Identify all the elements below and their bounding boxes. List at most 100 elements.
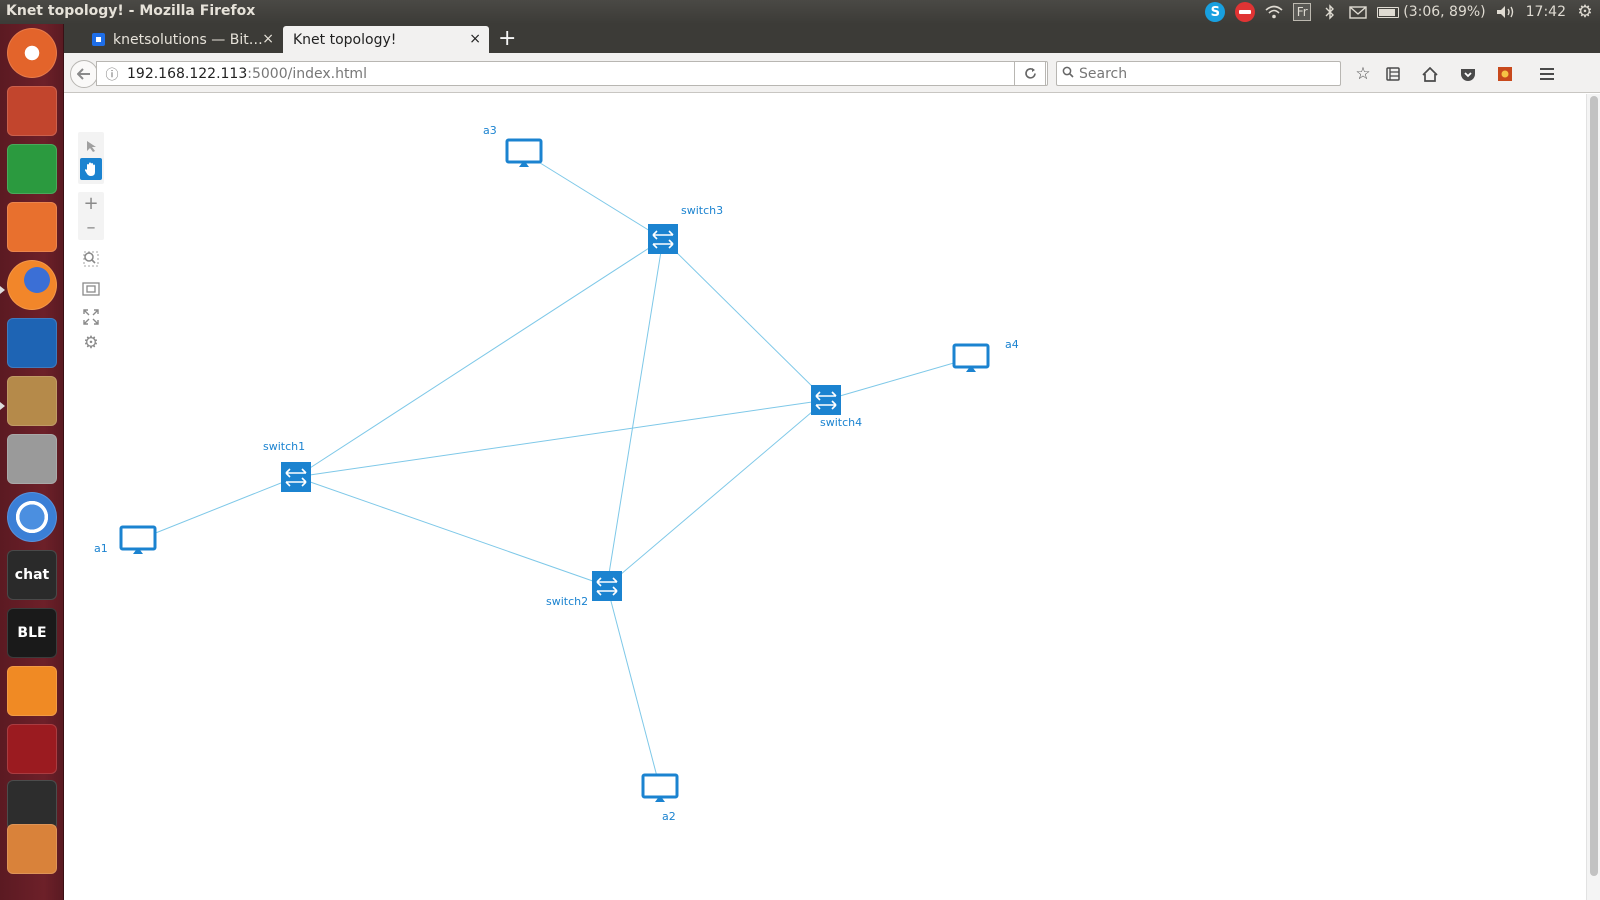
link-switch2-a2[interactable]	[606, 585, 661, 789]
node-label-a3: a3	[483, 124, 497, 137]
no-entry-icon[interactable]	[1235, 2, 1256, 22]
battery-indicator[interactable]: (3:06, 89%)	[1377, 3, 1486, 21]
monitor-icon	[952, 343, 990, 369]
link-a3-switch3[interactable]	[523, 152, 664, 240]
fit-view-icon[interactable]	[80, 278, 102, 300]
clock[interactable]: 17:42	[1525, 4, 1566, 20]
switch-node-switch1[interactable]	[281, 462, 311, 492]
node-label-a4: a4	[1005, 338, 1019, 351]
node-label-switch1: switch1	[263, 440, 305, 453]
tab-knetsolutions[interactable]: knetsolutions — Bit… ×	[82, 26, 282, 53]
menu-icon[interactable]	[1536, 63, 1558, 85]
url-host: 192.168.122.113	[127, 65, 248, 82]
switch-node-switch3[interactable]	[648, 224, 678, 254]
launcher-spiral-app-icon[interactable]	[7, 666, 57, 716]
host-node-a4[interactable]	[952, 343, 990, 372]
tab-knet-topology[interactable]: Knet topology! ×	[283, 26, 489, 53]
url-path: :5000/index.html	[247, 65, 367, 82]
select-tool-icon[interactable]	[80, 135, 102, 157]
monitor-icon	[505, 138, 543, 164]
volume-icon[interactable]	[1496, 3, 1516, 21]
link-switch1-a1[interactable]	[137, 476, 297, 541]
launcher-uble-icon[interactable]: BLE	[7, 608, 57, 658]
zoom-selection-icon[interactable]	[80, 248, 102, 270]
topology-graph[interactable]: a3 switch3 a4 switch4 switch1 a1 switch2 a2	[64, 94, 1584, 900]
node-label-switch2: switch2	[546, 595, 588, 608]
launcher-libreoffice-calc-icon[interactable]	[7, 144, 57, 194]
search-icon	[1057, 66, 1079, 82]
close-tab-icon[interactable]: ×	[262, 31, 274, 47]
launcher-xchat-icon[interactable]: chat	[7, 550, 57, 600]
switch-node-switch2[interactable]	[592, 571, 622, 601]
launcher-chromium-icon[interactable]	[7, 492, 57, 542]
link-switch1-switch4[interactable]	[295, 399, 827, 478]
link-switch3-switch4[interactable]	[662, 238, 827, 401]
launcher-terminal-icon[interactable]	[7, 780, 57, 830]
nav-bar: ⓘ 192.168.122.113:5000/index.html Search…	[64, 53, 1600, 93]
launcher-system-settings-icon[interactable]	[7, 434, 57, 484]
switch-node-switch4[interactable]	[811, 385, 841, 415]
link-switch3-switch2[interactable]	[606, 238, 664, 587]
host-node-a2[interactable]	[641, 773, 679, 802]
running-indicator	[0, 402, 5, 410]
scrollbar-thumb[interactable]	[1590, 96, 1598, 876]
pan-hand-icon[interactable]	[80, 158, 102, 180]
info-icon[interactable]: ⓘ	[105, 68, 119, 83]
toolbox-group-zoom	[78, 192, 104, 240]
node-label-switch4: switch4	[820, 416, 862, 429]
home-icon[interactable]	[1419, 63, 1441, 85]
window-title: Knet topology! - Mozilla Firefox	[6, 3, 256, 19]
settings-gear-icon[interactable]: ⚙	[83, 333, 99, 353]
link-switch4-a4[interactable]	[825, 357, 972, 401]
skype-icon[interactable]: S	[1205, 2, 1226, 22]
node-label-switch3: switch3	[681, 204, 723, 217]
node-label-a1: a1	[94, 542, 108, 555]
monitor-icon	[119, 525, 157, 551]
host-node-a1[interactable]	[119, 525, 157, 554]
launcher-libreoffice-writer-icon[interactable]	[7, 318, 57, 368]
monitor-stand-icon	[519, 163, 529, 167]
link-switch2-switch4[interactable]	[606, 399, 827, 587]
pocket-icon[interactable]	[1457, 63, 1479, 85]
launcher-sublime-icon[interactable]	[7, 824, 57, 874]
top-panel: Knet topology! - Mozilla Firefox S Fr (3…	[0, 0, 1600, 24]
tab-bar: knetsolutions — Bit… × Knet topology! × …	[64, 24, 1600, 53]
wifi-icon[interactable]	[1265, 3, 1283, 21]
gear-icon[interactable]: ⚙	[1577, 2, 1593, 22]
back-button[interactable]	[70, 60, 98, 88]
launcher-red-app-icon[interactable]	[7, 724, 57, 774]
addon-icon[interactable]	[1494, 63, 1516, 85]
node-label-a2: a2	[662, 810, 676, 823]
monitor-stand-icon	[966, 368, 976, 372]
monitor-stand-icon	[655, 798, 665, 802]
library-icon[interactable]	[1382, 63, 1404, 85]
system-tray: S Fr (3:06, 89%) 17:42 ⚙	[1205, 0, 1594, 24]
zoom-out-icon[interactable]: –	[86, 216, 96, 238]
reload-button[interactable]	[1014, 61, 1046, 86]
switch-icon	[811, 385, 841, 415]
host-node-a3[interactable]	[505, 138, 543, 167]
launcher-ubuntu-dash-icon[interactable]	[7, 28, 57, 78]
launcher-files-icon[interactable]	[7, 376, 57, 426]
zoom-in-icon[interactable]: +	[83, 192, 99, 214]
tab-label: knetsolutions — Bit…	[113, 31, 263, 48]
switch-arrows-icon	[815, 391, 837, 410]
keyboard-layout[interactable]: Fr	[1293, 3, 1312, 21]
close-tab-icon[interactable]: ×	[469, 31, 481, 47]
launcher-ubuntu-software-icon[interactable]	[7, 202, 57, 252]
link-switch3-switch1[interactable]	[295, 238, 664, 478]
new-tab-button[interactable]: +	[498, 26, 517, 51]
search-bar[interactable]: Search	[1056, 61, 1341, 86]
links-layer	[137, 152, 972, 789]
launcher-xchat-label: chat	[14, 567, 50, 583]
vertical-scrollbar[interactable]	[1586, 94, 1600, 900]
bluetooth-icon[interactable]	[1321, 3, 1339, 21]
url-bar[interactable]: ⓘ 192.168.122.113:5000/index.html	[96, 61, 1048, 86]
bookmark-star-icon[interactable]: ☆	[1355, 64, 1371, 84]
launcher-libreoffice-impress-icon[interactable]	[7, 86, 57, 136]
mail-icon[interactable]	[1349, 3, 1367, 21]
link-switch1-switch2[interactable]	[295, 476, 608, 587]
launcher-firefox-icon[interactable]	[7, 260, 57, 310]
fullscreen-icon[interactable]	[80, 306, 102, 328]
